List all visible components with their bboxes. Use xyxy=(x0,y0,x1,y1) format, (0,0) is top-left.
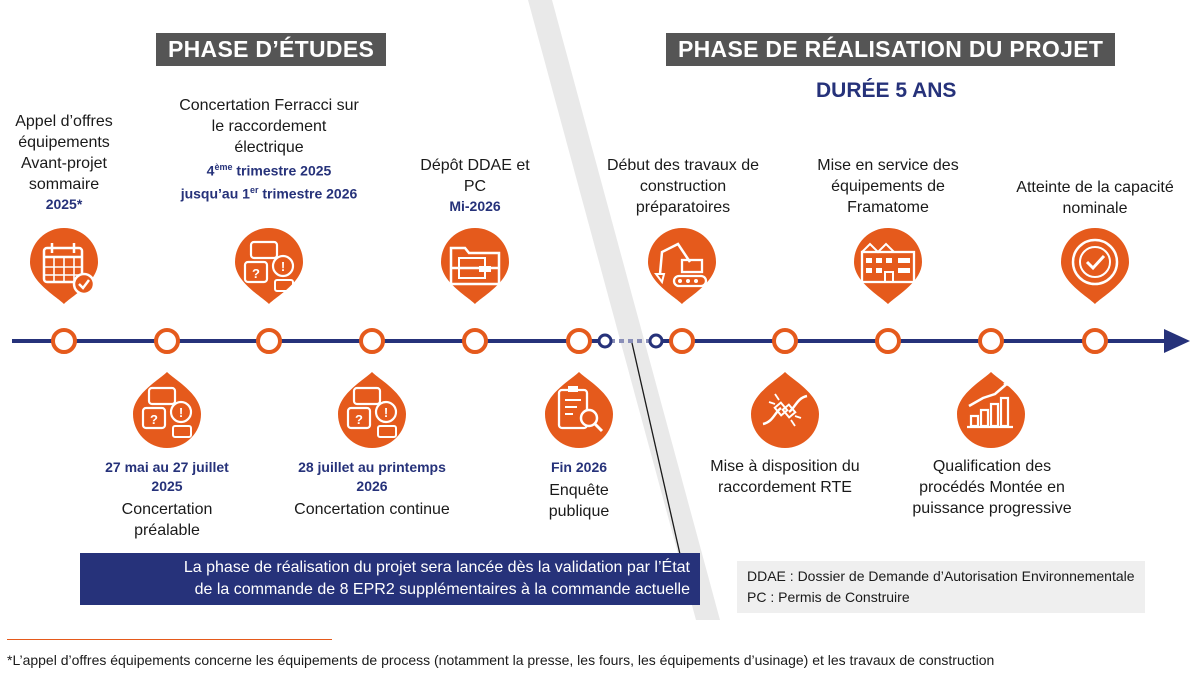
milestone-appel-offres: Appel d’offres équipements Avant-projet … xyxy=(0,111,128,214)
timeline-node xyxy=(359,328,385,354)
note-connector xyxy=(631,342,683,564)
svg-text:?: ? xyxy=(252,266,260,281)
checkmark-badge-icon xyxy=(1061,228,1129,304)
growth-chart-icon xyxy=(957,372,1025,448)
svg-text:?: ? xyxy=(355,412,363,427)
milestone-date: Mi-2026 xyxy=(449,198,501,214)
timeline-node xyxy=(566,328,592,354)
timeline-node xyxy=(154,328,180,354)
milestone-date: 28 juillet au printemps 2026 xyxy=(298,459,446,494)
milestone-title: Concertation Ferracci sur le raccordemen… xyxy=(179,97,359,156)
milestone-title: Atteinte de la capacité nominale xyxy=(1016,179,1174,217)
realisation-note: La phase de réalisation du projet sera l… xyxy=(80,553,700,605)
milestone-title: Dépôt DDAE et PC xyxy=(420,157,530,195)
phase-etudes-header: PHASE D’ÉTUDES xyxy=(156,33,387,66)
timeline-node xyxy=(256,328,282,354)
svg-text:?: ? xyxy=(150,412,158,427)
phase-realisation-header: PHASE DE RÉALISATION DU PROJET xyxy=(666,33,1116,66)
chat-question-icon: ? ! xyxy=(133,372,201,448)
milestone-date: 4ème trimestre 2025 jusqu’au 1er trimest… xyxy=(180,162,358,202)
svg-text:!: ! xyxy=(384,405,388,420)
abbreviation-legend: DDAE : Dossier de Demande d’Autorisation… xyxy=(737,561,1145,613)
timeline-node xyxy=(772,328,798,354)
milestone-capacite-nominale: Atteinte de la capacité nominale xyxy=(1016,177,1174,219)
milestone-qualification: Qualification des procédés Montée en pui… xyxy=(900,456,1084,519)
folder-documents-icon xyxy=(441,228,509,304)
milestone-title: Enquête publique xyxy=(548,482,610,520)
milestone-concertation-prealable: 27 mai au 27 juillet 2025 Concertation p… xyxy=(92,458,242,541)
milestone-title: Concertation préalable xyxy=(121,501,213,539)
milestone-depot-ddae: Dépôt DDAE et PC Mi-2026 xyxy=(420,155,530,216)
timeline-break-marker xyxy=(648,333,664,349)
clipboard-magnifier-icon xyxy=(545,372,613,448)
milestone-title: Qualification des procédés Montée en pui… xyxy=(912,458,1072,517)
milestone-title: Mise en service des équipements de Frama… xyxy=(817,157,959,216)
milestone-title: Début des travaux de construction prépar… xyxy=(606,157,760,216)
svg-text:!: ! xyxy=(179,405,183,420)
milestone-date: 27 mai au 27 juillet 2025 xyxy=(105,459,229,494)
timeline-break-marker xyxy=(597,333,613,349)
milestone-debut-travaux: Début des travaux de construction prépar… xyxy=(600,155,766,218)
milestone-mise-en-service: Mise en service des équipements de Frama… xyxy=(808,155,968,218)
chat-question-icon: ? ! xyxy=(338,372,406,448)
duration-label: DURÉE 5 ANS xyxy=(816,79,957,102)
milestone-date: Fin 2026 xyxy=(550,459,608,475)
milestone-enquete-publique: Fin 2026 Enquête publique xyxy=(534,458,624,522)
svg-text:!: ! xyxy=(281,259,285,274)
timeline-node xyxy=(462,328,488,354)
timeline-node xyxy=(875,328,901,354)
milestone-title: Appel d’offres équipements Avant-projet … xyxy=(15,113,113,193)
calendar-check-icon xyxy=(30,228,98,304)
milestone-concertation-continue: 28 juillet au printemps 2026 Concertatio… xyxy=(290,458,454,520)
milestone-title: Concertation continue xyxy=(294,501,450,518)
timeline-node xyxy=(1082,328,1108,354)
timeline-node xyxy=(669,328,695,354)
milestone-date: 2025* xyxy=(45,196,83,212)
footnote-divider xyxy=(7,639,332,640)
milestone-concertation-ferracci: Concertation Ferracci sur le raccordemen… xyxy=(176,95,362,203)
milestone-title: Mise à disposition du raccordement RTE xyxy=(710,458,860,496)
timeline-node xyxy=(978,328,1004,354)
cable-connection-icon xyxy=(751,372,819,448)
chat-question-icon: ? ! xyxy=(235,228,303,304)
timeline-arrow-icon xyxy=(1164,329,1190,353)
footnote: *L’appel d’offres équipements concerne l… xyxy=(7,652,995,668)
factory-icon xyxy=(854,228,922,304)
excavator-icon xyxy=(648,228,716,304)
timeline-node xyxy=(51,328,77,354)
milestone-raccordement-rte: Mise à disposition du raccordement RTE xyxy=(690,456,880,498)
